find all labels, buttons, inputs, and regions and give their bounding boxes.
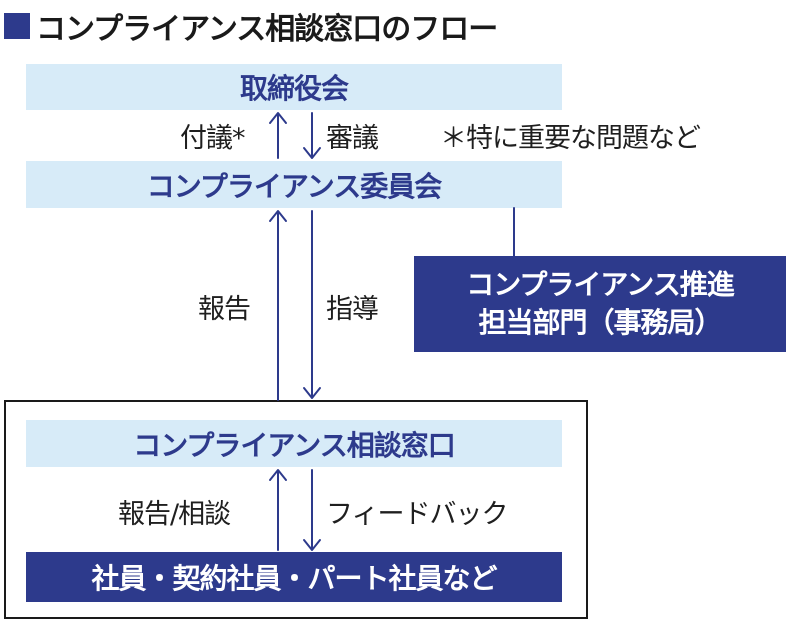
consultation-desk-box: コンプライアンス相談窓口	[26, 420, 562, 467]
important-note-label: ＊特に重要な問題など	[440, 123, 701, 154]
deliberation-label: 審議	[326, 123, 379, 154]
promotion-department-line2: 担当部門（事務局）	[478, 306, 722, 339]
board-label: 取締役会	[239, 72, 349, 105]
square-bullet-icon	[4, 13, 30, 39]
board-box: 取締役会	[26, 64, 562, 110]
submit-arrow-head	[269, 112, 287, 124]
page-title-text: コンプライアンス相談窓口のフロー	[36, 12, 498, 47]
report-consult-label: 報告/相談	[118, 499, 231, 530]
committee-label: コンプライアンス委員会	[146, 169, 442, 203]
consultation-desk-label: コンプライアンス相談窓口	[133, 428, 455, 462]
report-arrow-head	[269, 210, 287, 222]
feedback-label: フィードバック	[326, 499, 508, 530]
employees-box: 社員・契約社員・パート社員など	[26, 552, 562, 602]
report-consult-arrow-head	[269, 469, 287, 481]
desk-frame	[4, 400, 588, 619]
report-label: 報告	[198, 294, 251, 325]
employees-label: 社員・契約社員・パート社員など	[91, 562, 497, 595]
page-title: コンプライアンス相談窓口のフロー	[4, 4, 498, 48]
guidance-arrow-head	[303, 387, 321, 399]
committee-box: コンプライアンス委員会	[26, 161, 562, 208]
guidance-label: 指導	[326, 294, 379, 325]
deliberation-arrow-head	[303, 147, 321, 159]
promotion-department-box: コンプライアンス推進 担当部門（事務局）	[414, 256, 786, 352]
promotion-department-line1: コンプライアンス推進	[466, 268, 734, 301]
feedback-arrow-head	[303, 539, 321, 551]
submit-label: 付議*	[180, 123, 245, 154]
